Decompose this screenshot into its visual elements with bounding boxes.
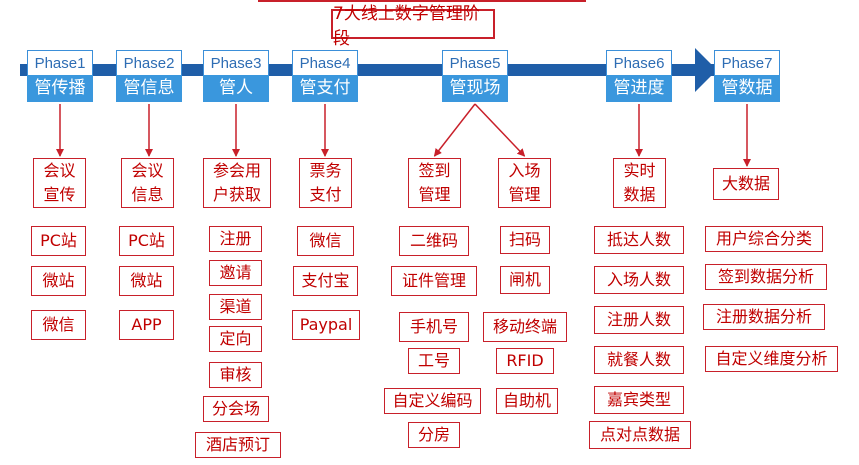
item-box: 注册人数 (594, 306, 684, 334)
item-box: 自助机 (496, 388, 558, 414)
item-box: 支付宝 (293, 266, 358, 296)
phase-name: 管人 (203, 75, 269, 102)
phase-number: Phase1 (34, 55, 86, 72)
phase-name: 管进度 (606, 75, 672, 102)
phase-box: Phase6 管进度 (606, 50, 672, 102)
phase-name: 管信息 (116, 75, 182, 102)
item-box: 抵达人数 (594, 226, 684, 254)
category-box: 大数据 (713, 168, 779, 200)
item-box: Paypal (292, 310, 360, 340)
phase-number: Phase7 (721, 55, 773, 72)
item-box: 自定义维度分析 (705, 346, 838, 372)
connector-arrow (474, 103, 526, 157)
item-box: PC站 (31, 226, 86, 256)
item-box: 微站 (119, 266, 174, 296)
item-box: 签到数据分析 (705, 264, 827, 290)
item-box: 手机号 (399, 312, 469, 342)
item-box: 微信 (31, 310, 86, 340)
item-box: 闸机 (500, 266, 550, 294)
timeline-arrow-head (695, 48, 717, 92)
item-box: 点对点数据 (589, 421, 691, 449)
item-box: 证件管理 (391, 266, 477, 296)
item-box: RFID (496, 348, 554, 374)
item-box: 邀请 (209, 260, 262, 286)
phase-name: 管数据 (714, 75, 780, 102)
phase-number: Phase6 (613, 55, 665, 72)
item-box: 微站 (31, 266, 86, 296)
phase-box: Phase7 管数据 (714, 50, 780, 102)
item-box: 自定义编码 (384, 388, 481, 414)
item-box: 分房 (408, 422, 460, 448)
timeline-arrow-bar (20, 64, 715, 76)
phase-box: Phase2 管信息 (116, 50, 182, 102)
item-box: 分会场 (203, 396, 269, 422)
category-box: 会议 信息 (121, 158, 174, 208)
category-box: 实时 数据 (613, 158, 666, 208)
item-box: 注册 (209, 226, 262, 252)
phase-number: Phase2 (123, 55, 175, 72)
phase-number: Phase4 (299, 55, 351, 72)
item-box: 审核 (209, 362, 262, 388)
phase-number: Phase5 (449, 55, 501, 72)
phase-name: 管现场 (442, 75, 508, 102)
phase-box: Phase1 管传播 (27, 50, 93, 102)
item-box: 定向 (209, 326, 262, 352)
item-box: 用户综合分类 (705, 226, 823, 252)
item-box: 二维码 (399, 226, 469, 256)
category-box: 入场 管理 (498, 158, 551, 208)
item-box: 微信 (297, 226, 354, 256)
category-box: 签到 管理 (408, 158, 461, 208)
category-box: 票务 支付 (299, 158, 352, 208)
item-box: 渠道 (209, 294, 262, 320)
item-box: 就餐人数 (594, 346, 684, 374)
top-divider (258, 0, 586, 2)
item-box: 酒店预订 (195, 432, 281, 458)
phase-name: 管支付 (292, 75, 358, 102)
item-box: 工号 (408, 348, 460, 374)
item-box: PC站 (119, 226, 174, 256)
item-box: 入场人数 (594, 266, 684, 294)
phase-box: Phase3 管人 (203, 50, 269, 102)
item-box: 注册数据分析 (703, 304, 825, 330)
category-box: 会议 宣传 (33, 158, 86, 208)
item-box: APP (119, 310, 174, 340)
connector-arrow (433, 103, 476, 157)
phase-box: Phase5 管现场 (442, 50, 508, 102)
category-box: 参会用 户获取 (203, 158, 271, 208)
phase-box: Phase4 管支付 (292, 50, 358, 102)
phase-name: 管传播 (27, 75, 93, 102)
item-box: 移动终端 (483, 312, 567, 342)
item-box: 嘉宾类型 (594, 386, 684, 414)
phase-number: Phase3 (210, 55, 262, 72)
diagram-title: 7大线上数字管理阶段 (331, 4, 495, 49)
item-box: 扫码 (500, 226, 550, 254)
